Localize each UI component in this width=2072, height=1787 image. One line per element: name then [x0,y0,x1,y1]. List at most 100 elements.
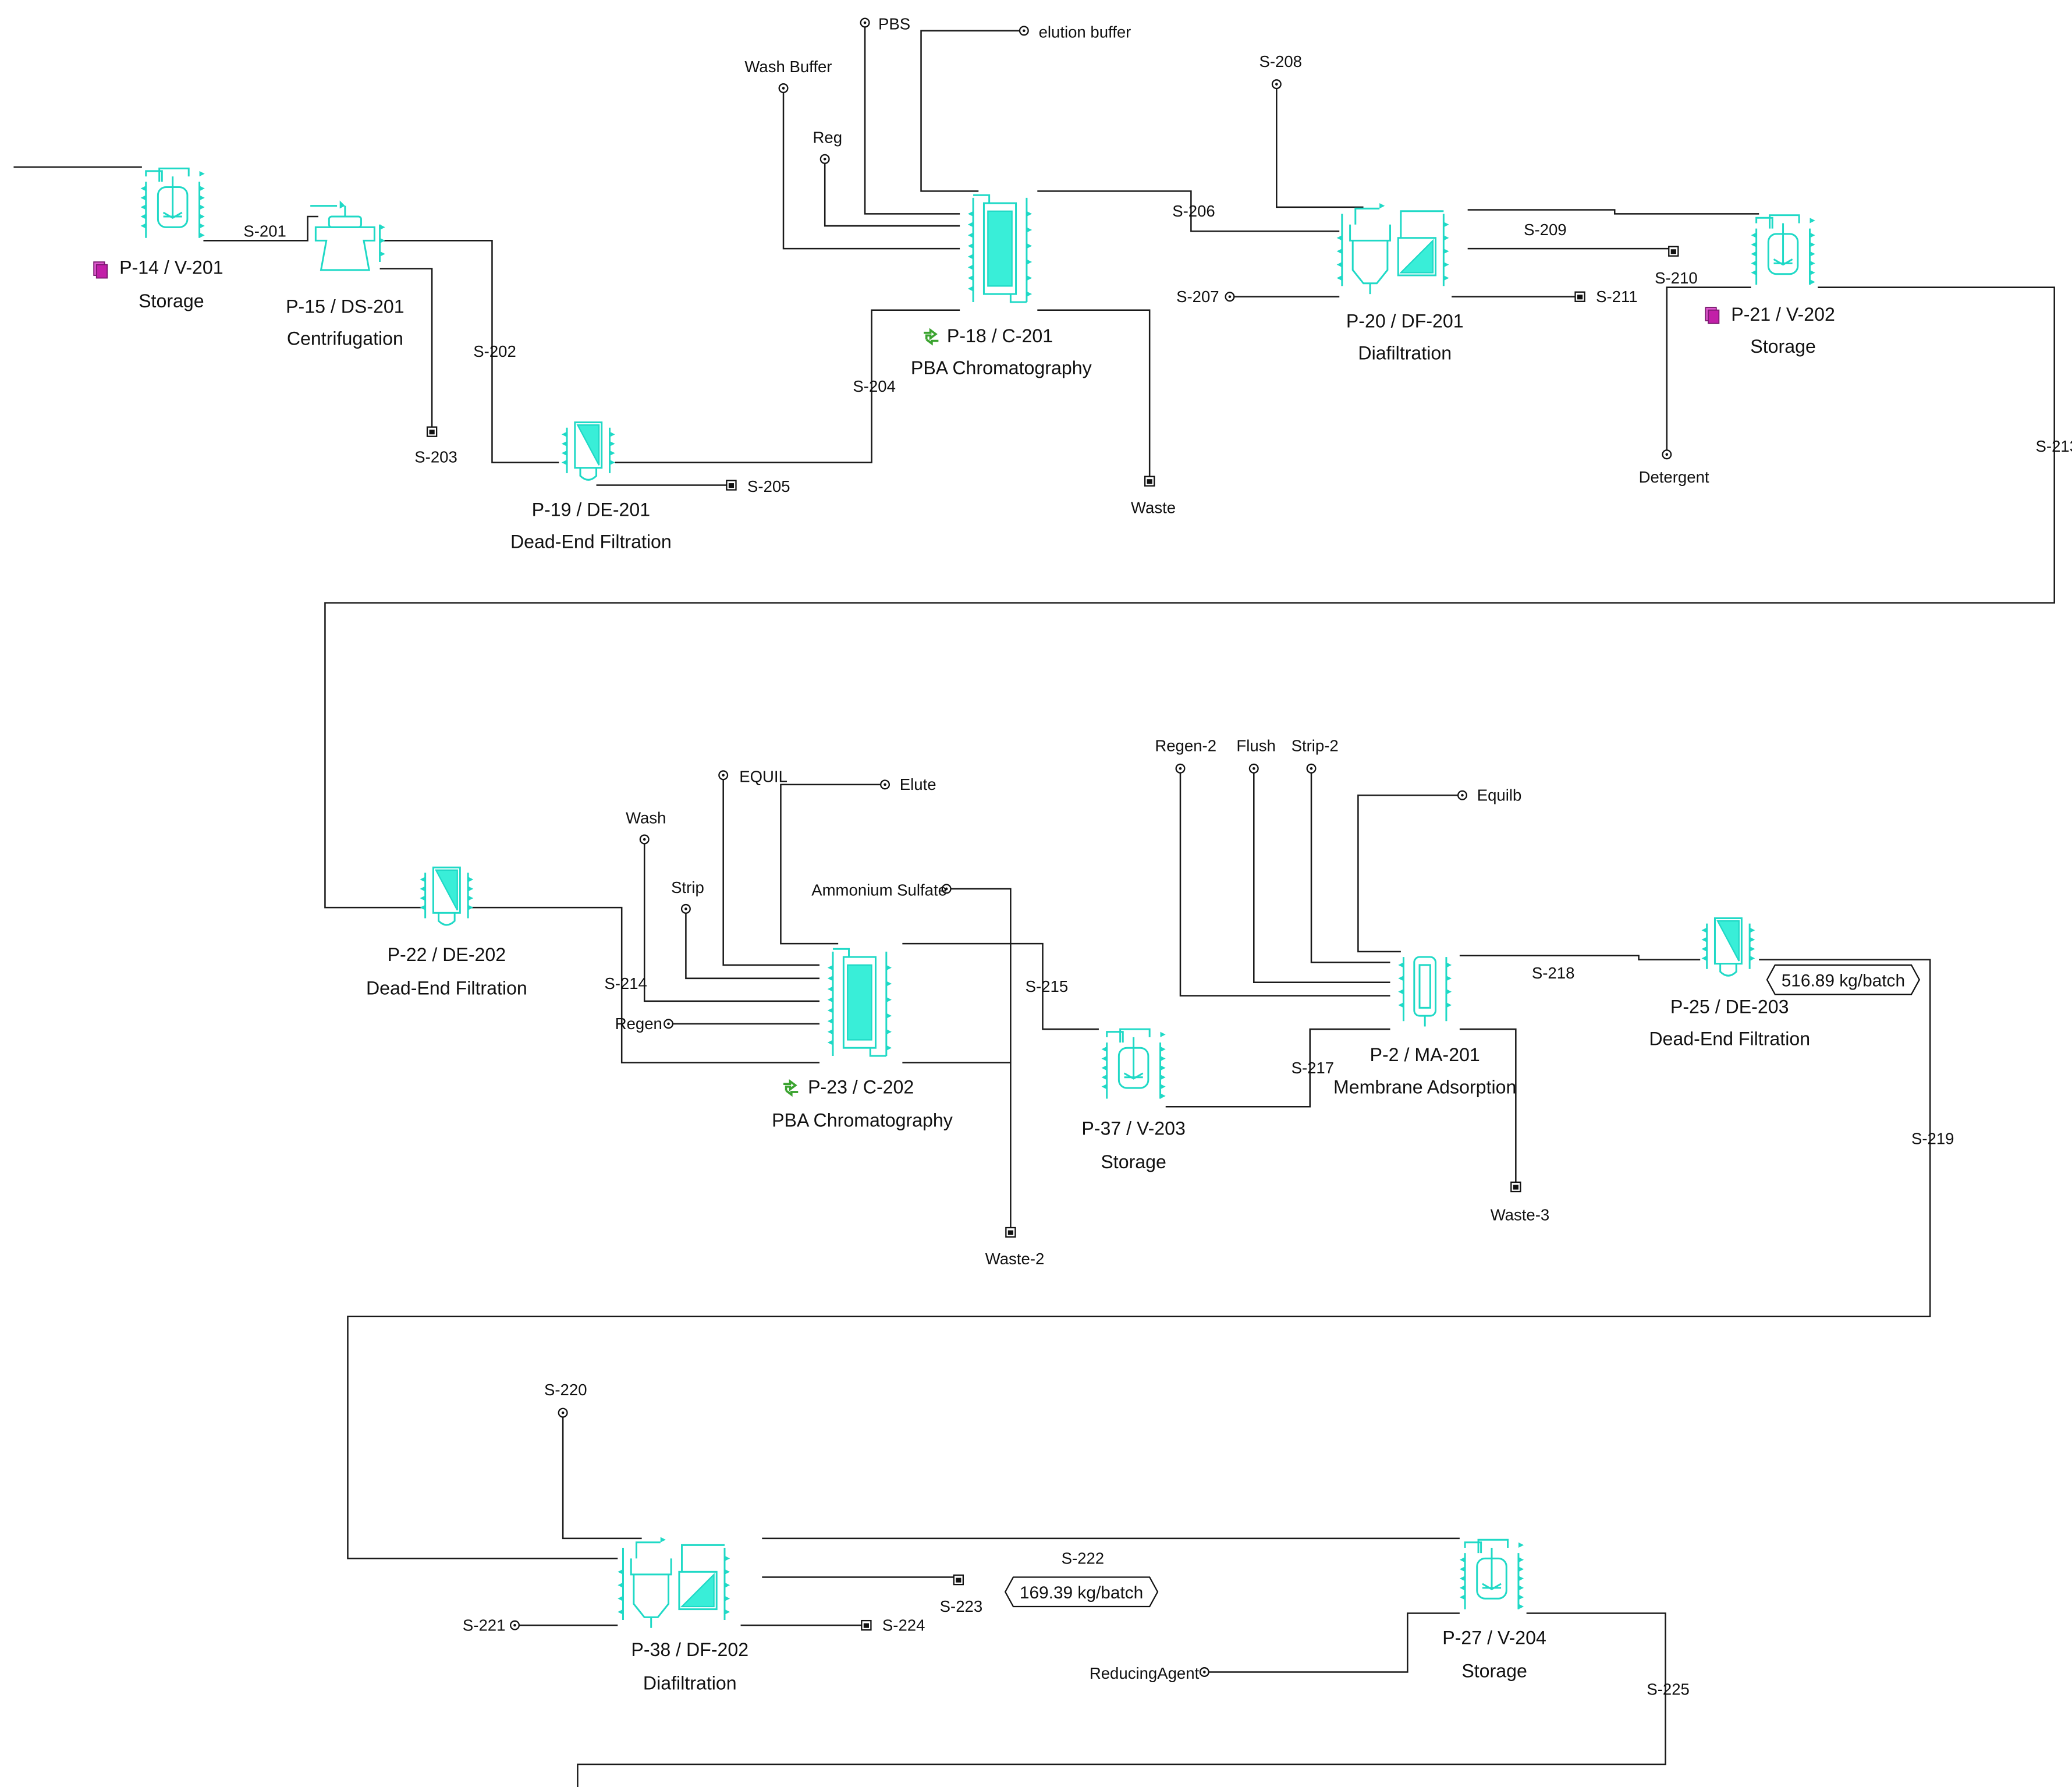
source-icon[interactable] [664,1019,674,1029]
p25-output-badge[interactable]: 516.89 kg/batch [1766,964,1921,995]
stream-s219-line[interactable] [347,959,1931,1559]
source-icon[interactable] [718,770,729,781]
stream-flush-line[interactable] [1253,768,1390,983]
cycle-icon[interactable] [783,1079,799,1097]
source-icon[interactable] [558,1407,568,1418]
stream-label-s217: S-217 [1292,1059,1335,1077]
unit-name-p38[interactable]: P-38 / DF-202 [631,1639,748,1660]
dead-end-filter-icon[interactable] [1701,917,1756,977]
source-icon[interactable] [1306,763,1317,774]
source-icon[interactable] [1019,26,1029,36]
vessel-icon[interactable] [1101,1028,1167,1100]
unit-name-p15[interactable]: P-15 / DS-201 [286,296,405,317]
stream-wash-buffer-line[interactable] [782,88,960,250]
membrane-adsorber-icon[interactable] [1397,956,1453,1027]
sink-icon[interactable] [1005,1226,1016,1238]
centrifuge-icon[interactable] [309,199,386,271]
stream-equilb-line[interactable] [1357,794,1463,953]
unit-name-p21[interactable]: P-21 / V-202 [1731,304,1835,325]
stream-regen2-line[interactable] [1179,768,1390,997]
stream-label-pbs: PBS [878,15,910,33]
stream-s202-line[interactable] [379,240,559,463]
source-icon[interactable] [880,779,890,790]
unit-name-p27[interactable]: P-27 / V-204 [1442,1627,1546,1648]
sink-icon[interactable] [1510,1181,1521,1193]
stream-elution-buffer-line[interactable] [920,30,1024,192]
source-icon[interactable] [1199,1667,1209,1678]
stream-reducing-agent-line[interactable] [1204,1612,1460,1673]
stream-detergent-line[interactable] [1666,286,1751,455]
stream-s218-line[interactable] [1459,955,1701,960]
sink-icon[interactable] [726,480,737,491]
dead-end-filter-icon[interactable] [418,866,474,926]
stream-s201-line[interactable] [203,215,318,242]
unit-name-p2[interactable]: P-2 / MA-201 [1370,1044,1480,1065]
sink-icon[interactable] [426,426,438,437]
unit-name-p19[interactable]: P-19 / DE-201 [532,499,651,520]
source-icon[interactable] [1225,292,1235,302]
source-icon[interactable] [1175,763,1186,774]
sink-icon[interactable] [1144,476,1155,487]
unit-name-p18[interactable]: P-18 / C-201 [947,325,1053,346]
source-icon[interactable] [778,83,789,94]
sink-icon[interactable] [861,1619,872,1631]
doc-icon[interactable] [93,261,108,279]
source-icon[interactable] [1662,449,1672,460]
sink-icon[interactable] [1668,246,1679,257]
stream-s203-line[interactable] [379,268,433,432]
stream-elute-line[interactable] [780,783,885,945]
stream-waste-line[interactable] [1037,309,1151,481]
stream-strip2-line[interactable] [1310,768,1390,963]
stream-s204-line[interactable] [615,309,960,463]
diafilter-icon[interactable] [1336,202,1450,295]
stream-wash-line[interactable] [643,839,820,1002]
stream-s206-line[interactable] [1037,190,1340,232]
stream-s215-line[interactable] [902,942,1099,1030]
unit-name-p14[interactable]: P-14 / V-201 [119,257,223,278]
stream-ammonium-sulfate-line[interactable] [946,888,1012,1233]
vessel-icon[interactable] [1750,214,1816,286]
unit-name-p23[interactable]: P-23 / C-202 [808,1076,914,1097]
source-icon[interactable] [819,154,830,164]
diafilter-icon[interactable] [616,1536,731,1629]
stream-label-waste2: Waste-2 [985,1250,1045,1268]
chromatography-column-icon[interactable] [826,948,893,1057]
stream-waste3-line[interactable] [1459,1028,1517,1185]
stream-label-s221: S-221 [463,1616,506,1634]
vessel-icon[interactable] [140,167,206,239]
unit-name-p22[interactable]: P-22 / DE-202 [388,944,506,965]
vessel-icon[interactable] [1459,1538,1525,1611]
stream-s213-line[interactable] [324,286,2055,909]
stream-strip-line[interactable] [685,909,820,980]
unit-op-p27: Storage [1461,1661,1527,1682]
s222-output-badge[interactable]: 169.39 kg/batch [1004,1576,1159,1608]
chromatography-column-icon[interactable] [967,194,1033,303]
dead-end-filter-icon[interactable] [560,421,616,481]
stream-s225-line[interactable] [577,1612,1666,1787]
source-icon[interactable] [509,1620,520,1630]
stream-s214-line[interactable] [470,906,820,1063]
stream-label-s218: S-218 [1532,964,1575,982]
stream-equil-line[interactable] [722,775,820,966]
source-icon[interactable] [860,17,870,28]
source-icon[interactable] [639,834,650,845]
sink-icon[interactable] [1574,291,1585,302]
stream-s209-line[interactable] [1467,209,1759,215]
source-icon[interactable] [1457,790,1467,800]
unit-name-p20[interactable]: P-20 / DF-201 [1346,311,1464,332]
stream-s217-line[interactable] [1165,1028,1390,1108]
source-icon[interactable] [680,903,691,914]
cycle-icon[interactable] [924,328,939,346]
sink-icon[interactable] [953,1574,964,1586]
unit-name-p37[interactable]: P-37 / V-203 [1081,1118,1186,1139]
unit-name-p25[interactable]: P-25 / DE-203 [1670,997,1789,1017]
stream-reg-line[interactable] [824,159,960,227]
stream-pbs-line[interactable] [864,23,960,215]
source-icon[interactable] [1248,763,1259,774]
stream-s220-line[interactable] [562,1413,642,1540]
source-icon[interactable] [1271,79,1282,90]
stream-s208-line[interactable] [1276,84,1364,208]
doc-icon[interactable] [1705,307,1720,324]
unit-op-p20: Diafiltration [1358,343,1452,364]
stream-label-regen: Regen [615,1015,662,1033]
